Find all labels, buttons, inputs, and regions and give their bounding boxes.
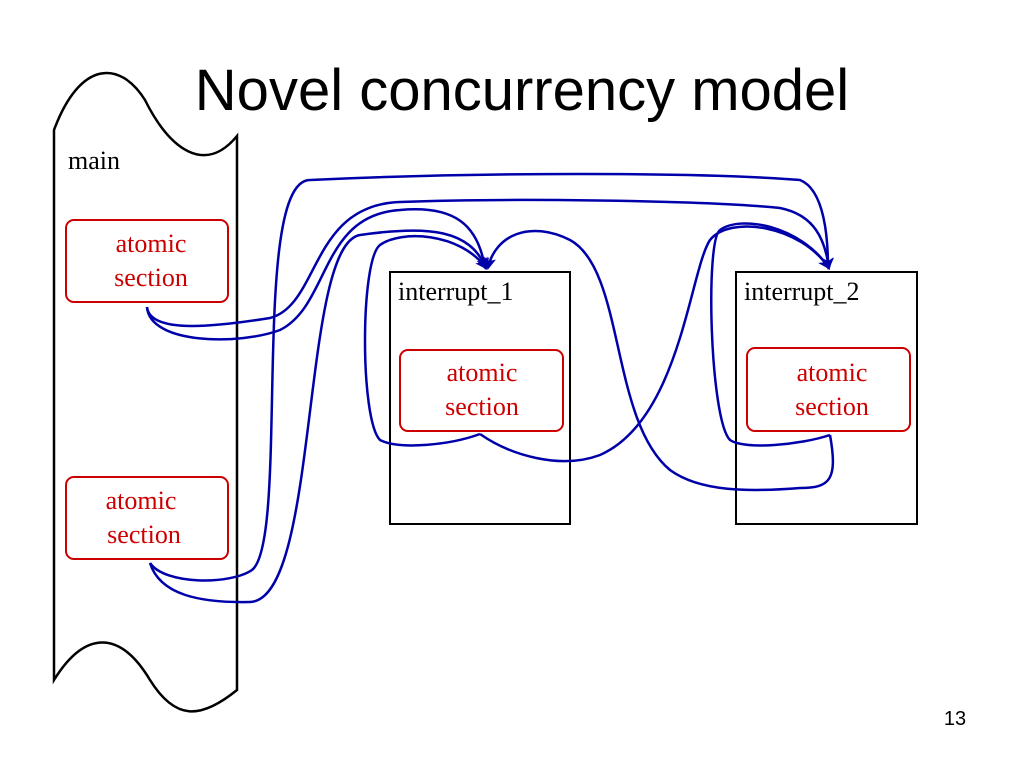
- arrow-interrupt1-to-interrupt2: [479, 225, 831, 463]
- slide-title: Novel concurrency model: [194, 58, 850, 123]
- interrupt-2-section-line2: section: [795, 392, 869, 421]
- arrow-main2-to-interrupt2: [148, 172, 834, 582]
- arrow-main2-to-interrupt1: [148, 229, 488, 604]
- interrupt-1-section-line2: section: [445, 392, 519, 421]
- main-atomic-section-2-line1: atomic: [106, 486, 177, 515]
- main-atomic-section-1: atomic section: [65, 219, 229, 303]
- main-atomic-section-2-line2: section: [107, 520, 181, 549]
- interrupt-1-box: interrupt_1 atomic section: [389, 271, 571, 525]
- arrow-interrupt2-loop: [710, 222, 831, 447]
- main-atomic-section-2: atomic section: [65, 476, 229, 560]
- arrow-main1-to-interrupt1: [145, 208, 490, 341]
- interrupt-2-label: interrupt_2: [744, 277, 860, 306]
- interrupt-2-section-line1: atomic: [797, 358, 868, 387]
- arrow-interrupt1-loop: [363, 235, 488, 447]
- main-atomic-section-1-line1: atomic: [116, 229, 187, 258]
- interrupt-1-label: interrupt_1: [398, 277, 514, 306]
- page-number: 13: [943, 708, 967, 730]
- interrupt-1-section-line1: atomic: [447, 358, 518, 387]
- interrupt-2-box: interrupt_2 atomic section: [735, 271, 918, 525]
- arrow-main1-to-interrupt2: [145, 198, 834, 328]
- main-thread-label: main: [68, 146, 120, 175]
- main-atomic-section-1-line2: section: [114, 263, 188, 292]
- arrow-interrupt2-to-interrupt1: [484, 229, 835, 492]
